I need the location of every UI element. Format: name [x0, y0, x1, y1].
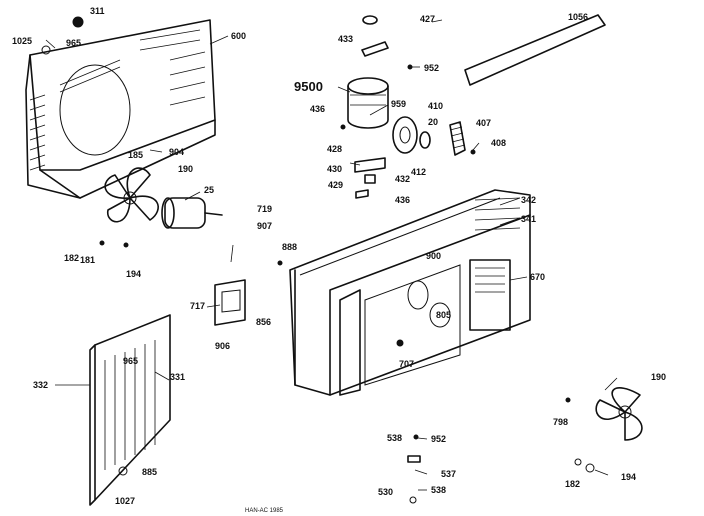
front-panel-grille [25, 19, 216, 199]
label-959: 959 [391, 99, 406, 109]
label-341: 341 [521, 214, 536, 224]
label-717: 717 [190, 301, 205, 311]
leader-lines [45, 19, 618, 491]
label-537: 537 [441, 469, 456, 479]
label-407: 407 [476, 118, 491, 128]
label-428: 428 [327, 144, 342, 154]
label-965: 965 [66, 38, 81, 48]
label-530: 530 [378, 487, 393, 497]
blower-wheel [104, 167, 159, 223]
label-182-left: 182 [64, 253, 79, 263]
label-900: 900 [426, 251, 441, 261]
label-798: 798 [553, 417, 568, 427]
label-9500: 9500 [294, 79, 323, 94]
label-194-left: 194 [126, 269, 141, 279]
footer-text: HAN-AC 1985 [245, 508, 284, 514]
label-430: 430 [327, 164, 342, 174]
label-538: 538 [387, 433, 402, 443]
cabinet-base [289, 189, 531, 396]
label-427: 427 [420, 14, 435, 24]
label-433: 433 [338, 34, 353, 44]
label-311: 311 [90, 6, 105, 16]
label-181: 181 [80, 255, 95, 265]
label-600: 600 [231, 31, 246, 41]
label-952-bottom: 952 [431, 434, 446, 444]
filter-frame [89, 314, 171, 506]
label-885: 885 [142, 467, 157, 477]
top-strip [464, 14, 606, 86]
label-429: 429 [328, 180, 343, 190]
label-805: 805 [436, 310, 451, 320]
control-bracket [214, 279, 246, 326]
label-182-right: 182 [565, 479, 580, 489]
label-888: 888 [282, 242, 297, 252]
condenser-fan-blade [595, 387, 643, 441]
label-331: 331 [170, 372, 185, 382]
part-labels: 311 1025 965 600 427 433 952 1056 9500 4… [12, 6, 666, 506]
label-436-mid: 436 [395, 195, 410, 205]
label-185: 185 [128, 150, 143, 160]
label-719: 719 [257, 204, 272, 214]
label-952: 952 [424, 63, 439, 73]
motor-assembly [347, 15, 466, 199]
label-194-right: 194 [621, 472, 636, 482]
label-408: 408 [491, 138, 506, 148]
label-20: 20 [428, 117, 438, 127]
label-412: 412 [411, 167, 426, 177]
label-432: 432 [395, 174, 410, 184]
fan-motor [161, 197, 223, 229]
label-965-filter: 965 [123, 356, 138, 366]
label-1056: 1056 [568, 12, 588, 22]
label-1027: 1027 [115, 496, 135, 506]
label-436-top: 436 [310, 104, 325, 114]
label-670: 670 [530, 272, 545, 282]
label-190-right: 190 [651, 372, 666, 382]
label-904: 904 [169, 147, 184, 157]
label-707: 707 [399, 359, 414, 369]
label-1025: 1025 [12, 36, 32, 46]
label-856: 856 [256, 317, 271, 327]
label-907: 907 [257, 221, 272, 231]
label-25: 25 [204, 185, 214, 195]
label-190-left: 190 [178, 164, 193, 174]
label-906: 906 [215, 341, 230, 351]
label-342: 342 [521, 195, 536, 205]
label-538-bottom: 538 [431, 485, 446, 495]
label-410: 410 [428, 101, 443, 111]
label-332: 332 [33, 380, 48, 390]
